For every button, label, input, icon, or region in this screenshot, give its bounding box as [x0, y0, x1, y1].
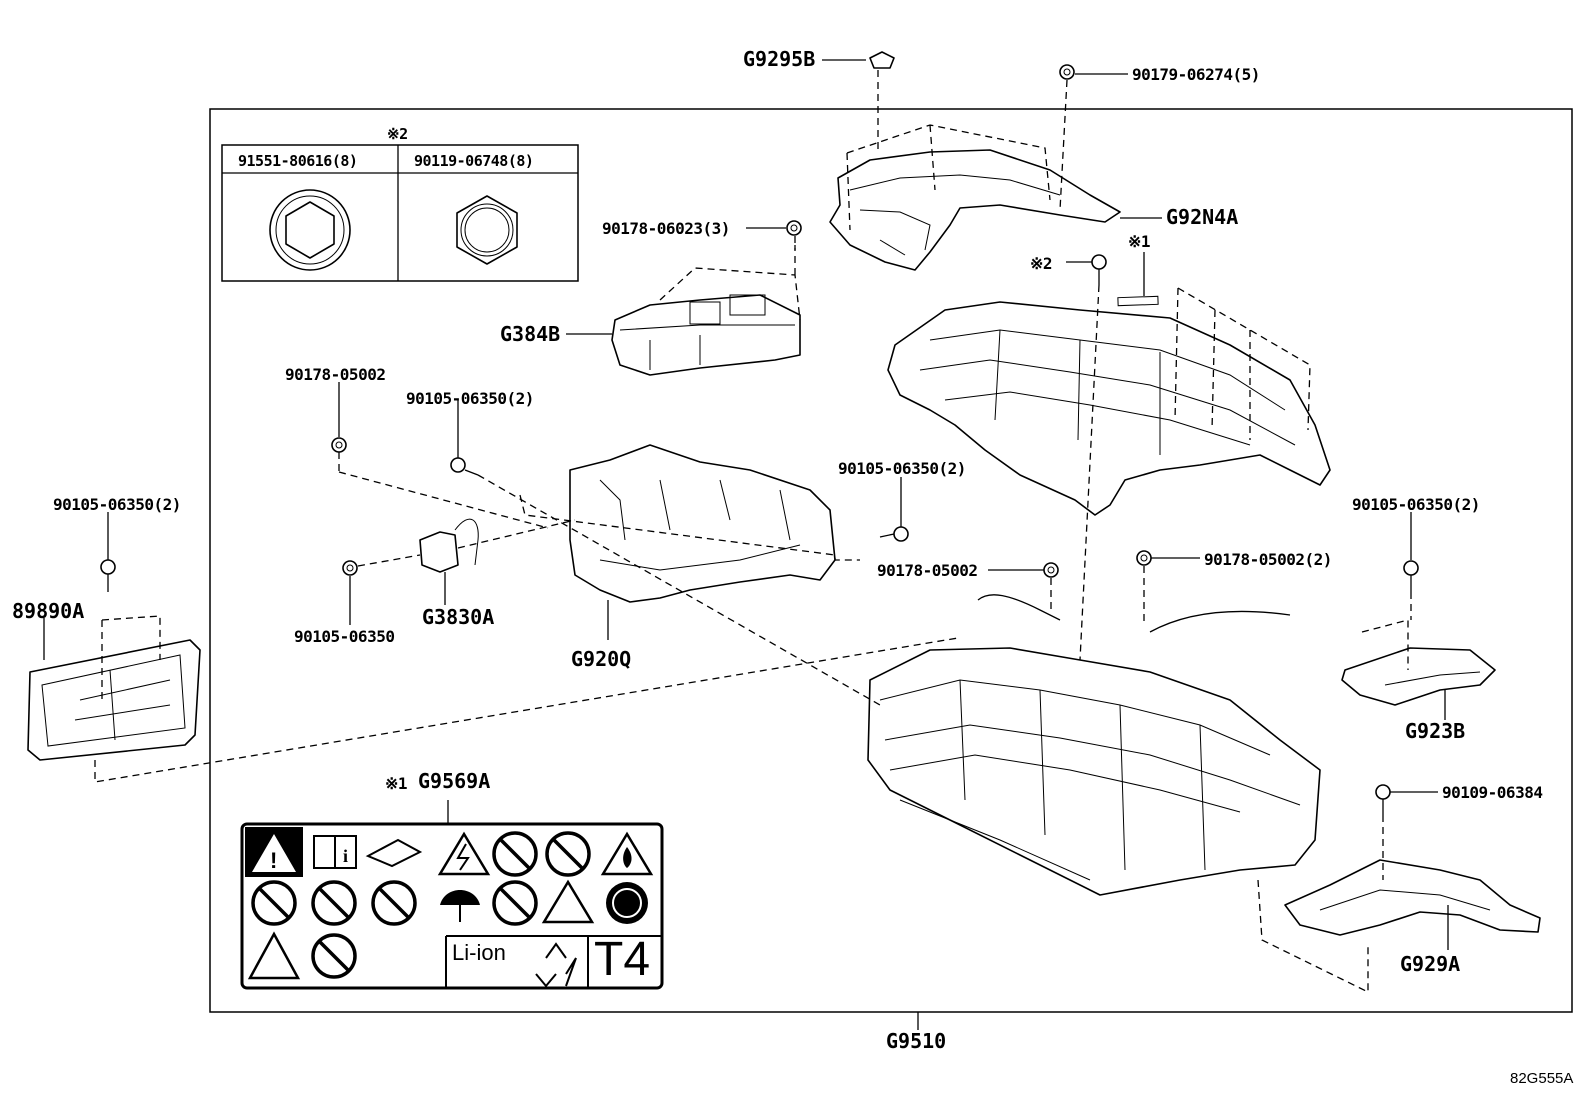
label-90178-05002-a: 90178-05002: [285, 365, 386, 384]
label-g92n4a: G92N4A: [1166, 205, 1239, 229]
leader-lines: [43, 59, 1449, 950]
diagram-code: 82G555A: [1510, 1070, 1574, 1087]
label-g929a: G929A: [1400, 952, 1461, 976]
label-89890a: 89890A: [12, 599, 85, 623]
assembly-frame: [209, 108, 1573, 1013]
guide-lines-cover: [1174, 287, 1311, 440]
label-g9295b: G9295B: [743, 47, 816, 71]
recycle-icon: [535, 942, 577, 988]
label-g923b: G923B: [1405, 719, 1466, 743]
bolt-90105-b-icon: [450, 457, 479, 476]
svg-text:i: i: [343, 846, 348, 866]
label-g9569a-note: ※1: [385, 774, 408, 793]
label-90178-05002-2: 90178-05002(2): [1204, 550, 1332, 569]
label-90105-06350-d: 90105-06350(2): [1352, 495, 1480, 514]
label-g384b: G384B: [500, 322, 561, 346]
plate-g923b: [1341, 647, 1496, 706]
table-col-2-header: 90119-06748(8): [414, 152, 534, 170]
caution-label-g9569a: ! i: [240, 822, 664, 990]
nut-g9295b: [869, 51, 895, 69]
label-90105-06350-c: 90105-06350(2): [838, 459, 966, 478]
guide-lines-plate: [1361, 619, 1409, 670]
label-note-1: ※1: [1128, 232, 1151, 251]
nut-90179-icon: [1059, 64, 1075, 80]
warning-row-2: [251, 879, 648, 926]
guide-lines-g929a: [1257, 879, 1369, 994]
table-note-mark: ※2: [387, 125, 408, 143]
battery-module-g9510: [867, 647, 1321, 896]
label-90109-06384: 90109-06384: [1442, 783, 1543, 802]
nut-90178-06023-icon: [786, 220, 802, 236]
table-col-1-header: 91551-80616(8): [238, 152, 358, 170]
label-90178-06023: 90178-06023(3): [602, 219, 730, 238]
warning-row-1: ! i: [245, 827, 654, 877]
label-li-ion: Li-ion: [452, 940, 506, 965]
hex-nut-icon: [456, 195, 518, 265]
label-90105-06350-b: 90105-06350(2): [406, 389, 534, 408]
cable-left: [977, 594, 1061, 621]
bolt-note2-icon: [1091, 254, 1107, 285]
bracket-g929a: [1284, 859, 1541, 936]
fastener-table: [221, 144, 579, 282]
sensor-g3830a: [419, 518, 479, 573]
label-t4: T4: [594, 933, 651, 986]
guide-lines-bracket: [519, 494, 860, 561]
bracket-g920q: [569, 444, 836, 603]
label-g920q: G920Q: [571, 647, 632, 671]
battery-cover: [887, 295, 1331, 516]
cable-right: [1149, 610, 1291, 633]
svg-text:!: !: [270, 848, 277, 873]
label-90105-06350-single: 90105-06350: [294, 627, 395, 646]
bolt-90105-c-icon: [879, 526, 909, 542]
label-90105-06350-a: 90105-06350(2): [53, 495, 181, 514]
label-g3830a: G3830A: [422, 605, 495, 629]
washer-90105-icon: [342, 560, 358, 576]
label-90178-05002-b: 90178-05002: [877, 561, 978, 580]
top-cover-g92n4a: [829, 149, 1121, 271]
junction-block-g384b: [611, 294, 801, 376]
hex-socket-plug-icon: [269, 189, 351, 271]
label-note-2: ※2: [1030, 254, 1053, 273]
label-g9510: G9510: [886, 1029, 947, 1053]
nut-90178-05002-icon: [331, 437, 347, 453]
bolt-90105-d-icon: [1403, 560, 1419, 592]
guide-lines-top-cover: [846, 124, 1051, 231]
warning-row-3: [247, 931, 357, 980]
ecu-89890a: [27, 639, 201, 761]
bolt-90109-icon: [1375, 784, 1391, 815]
label-g9569a: G9569A: [418, 769, 491, 793]
nut-90178-2-icon: [1136, 550, 1152, 566]
nut-90178-b-icon: [1043, 562, 1059, 578]
guide-lines-ecu: [94, 615, 959, 783]
label-90179-06274: 90179-06274(5): [1132, 65, 1260, 84]
bolt-90105-a-icon: [100, 559, 116, 592]
